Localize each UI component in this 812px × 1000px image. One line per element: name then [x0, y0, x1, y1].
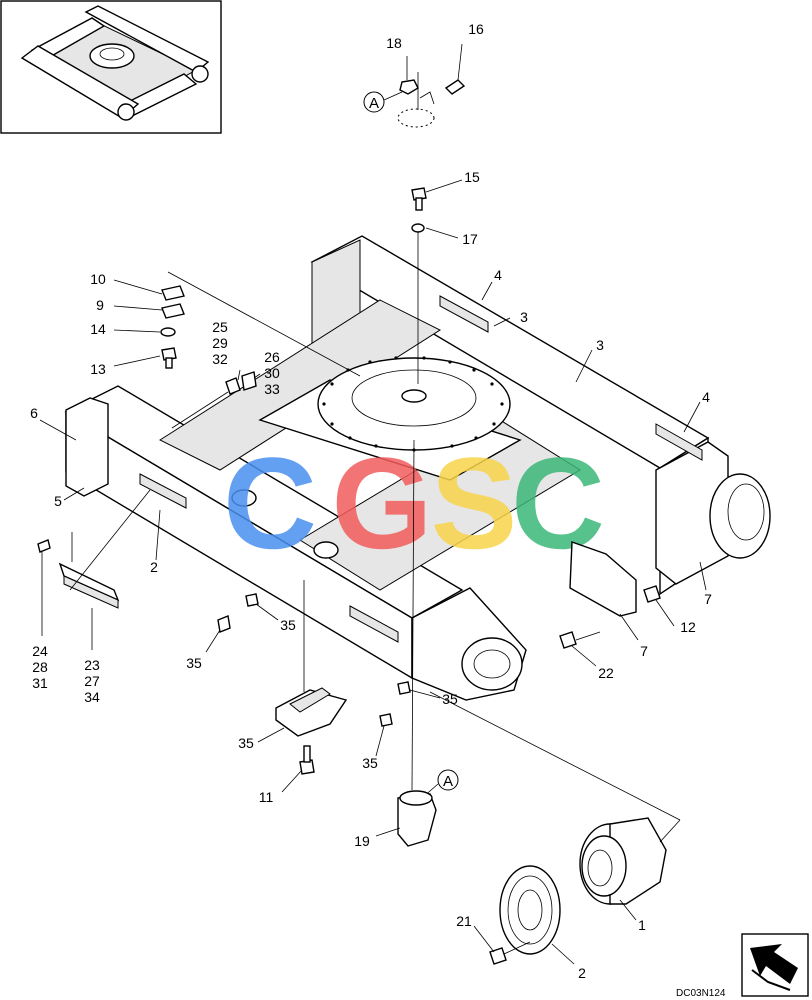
callout-label: 29	[212, 335, 228, 351]
callout-label: 17	[462, 231, 478, 247]
callout-label: 35	[280, 617, 296, 633]
callout-label: 13	[90, 361, 106, 377]
callout-label: 35	[442, 691, 458, 707]
callout-label: 28	[32, 659, 48, 675]
leader-lines	[39, 179, 707, 965]
callout-label: 26	[264, 349, 280, 365]
callout-label: 30	[264, 365, 280, 381]
callout-label: 4	[702, 389, 710, 405]
drawing-code: DC03N124	[676, 988, 726, 999]
callout-label: 1	[638, 917, 646, 933]
callout-label: 11	[259, 789, 274, 805]
callout-label: 7	[640, 643, 648, 659]
callout-label: 2	[578, 965, 586, 981]
callout-label: 3	[520, 309, 528, 325]
exploded-parts: A	[37, 187, 681, 965]
callout-label: 35	[238, 735, 254, 751]
callout-label: 6	[30, 405, 38, 421]
callout-label: 3	[596, 337, 604, 353]
watermark-letter-g: G	[331, 430, 432, 576]
callout-label: 4	[494, 267, 502, 283]
callout-label: 33	[264, 381, 280, 397]
callout-label: 32	[212, 351, 228, 367]
callout-label: 27	[84, 673, 100, 689]
travel-motor-part	[579, 817, 667, 905]
callout-label: 5	[54, 493, 62, 509]
inset-overview	[0, 0, 222, 134]
callout-label: 22	[598, 665, 614, 681]
callout-label: 18	[386, 35, 402, 51]
reference-letter-top: A	[369, 95, 379, 112]
watermark-letter-s: S	[431, 430, 518, 576]
callout-label: 24	[32, 643, 48, 659]
callout-label: 35	[186, 655, 202, 671]
callout-label: 23	[84, 657, 100, 673]
reference-letter-bottom: A	[443, 773, 453, 790]
callout-label: 34	[84, 689, 100, 705]
direction-arrow-icon	[741, 933, 809, 997]
callout-label: 2	[150, 559, 158, 575]
callout-label: 25	[212, 319, 228, 335]
callout-label: 35	[362, 755, 378, 771]
track-frame	[64, 235, 771, 701]
callout-label: 12	[680, 619, 696, 635]
callout-label: 21	[456, 913, 472, 929]
detail-group-a: A	[363, 43, 466, 128]
callout-label: 15	[464, 169, 480, 185]
callout-label: 14	[90, 321, 106, 337]
callout-labels: 18 16 15 17 4 3 3 4 10 9 14 13 25 29 32 …	[30, 21, 712, 981]
sprocket-part	[499, 865, 561, 955]
track-frame-overview-icon	[20, 5, 210, 121]
callout-label: 7	[704, 591, 712, 607]
callout-label: 9	[96, 297, 104, 313]
callout-label: 16	[468, 21, 484, 37]
watermark-letter-c1: C	[223, 430, 317, 576]
callout-label: 19	[354, 833, 370, 849]
callout-label: 31	[32, 675, 48, 691]
callout-label: 10	[90, 271, 106, 287]
